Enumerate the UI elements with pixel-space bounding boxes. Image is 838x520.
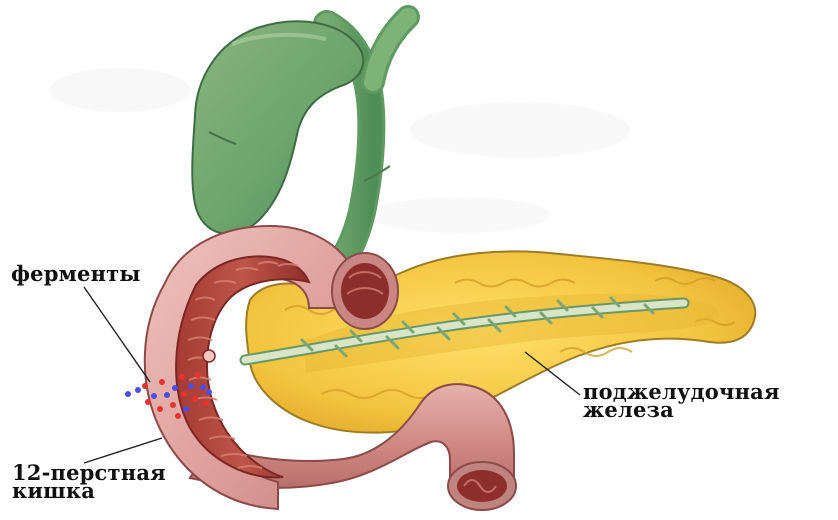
- label-enzymes: ферменты: [11, 265, 141, 283]
- label-pancreas: поджелудочная железа: [583, 383, 780, 419]
- gallbladder: [192, 21, 363, 233]
- background-smudges: [50, 68, 630, 233]
- label-duodenum: 12-перстная кишка: [12, 464, 166, 500]
- pointer-enzymes: [84, 287, 150, 382]
- label-enzymes-text: ферменты: [11, 265, 141, 283]
